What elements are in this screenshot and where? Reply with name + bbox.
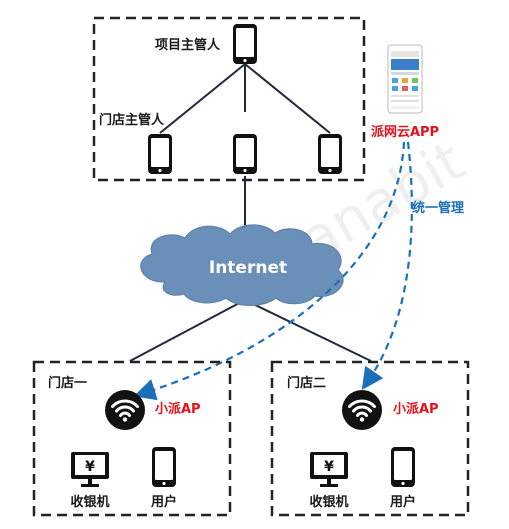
headquarters-box — [92, 16, 366, 182]
store-manager-phone-icon-1 — [148, 134, 172, 174]
store-2-cashier-icon — [310, 452, 348, 487]
store-2-user-label: 用户 — [389, 494, 416, 510]
store-manager-label: 门店主管人 — [99, 112, 165, 128]
store-1-user-phone-icon — [152, 447, 176, 487]
hierarchy-lines — [129, 63, 372, 362]
project-manager-phone-icon — [233, 24, 257, 64]
store-1-wifi-ap-icon — [103, 388, 147, 432]
store-1-name: 门店一 — [48, 375, 87, 391]
store-2-user-phone-icon — [391, 447, 415, 487]
store-1-box — [32, 360, 232, 517]
store-manager-phone-icon-2 — [233, 134, 257, 174]
store-2-name: 门店二 — [287, 375, 326, 391]
store-1-ap-label: 小派AP — [155, 402, 201, 417]
management-label: 统一管理 — [412, 200, 464, 216]
store-2-box — [270, 360, 470, 517]
internet-cloud: Internet — [140, 224, 344, 306]
store-manager-phone-icon-3 — [318, 134, 342, 174]
app-screenshot-icon — [387, 44, 423, 114]
project-manager-label: 项目主管人 — [155, 37, 221, 53]
store-2-cashier-label: 收银机 — [309, 494, 348, 510]
store-2-wifi-ap-icon — [340, 388, 384, 432]
store-1-user-label: 用户 — [150, 494, 177, 510]
management-arrow-store-1 — [133, 141, 406, 401]
store-1-cashier-icon — [71, 452, 109, 487]
store-2-ap-label: 小派AP — [393, 402, 439, 417]
store-1-cashier-label: 收银机 — [70, 494, 109, 510]
management-arrow-store-2 — [361, 141, 413, 391]
app-label: 派网云APP — [371, 125, 439, 140]
internet-label: Internet — [209, 258, 287, 278]
